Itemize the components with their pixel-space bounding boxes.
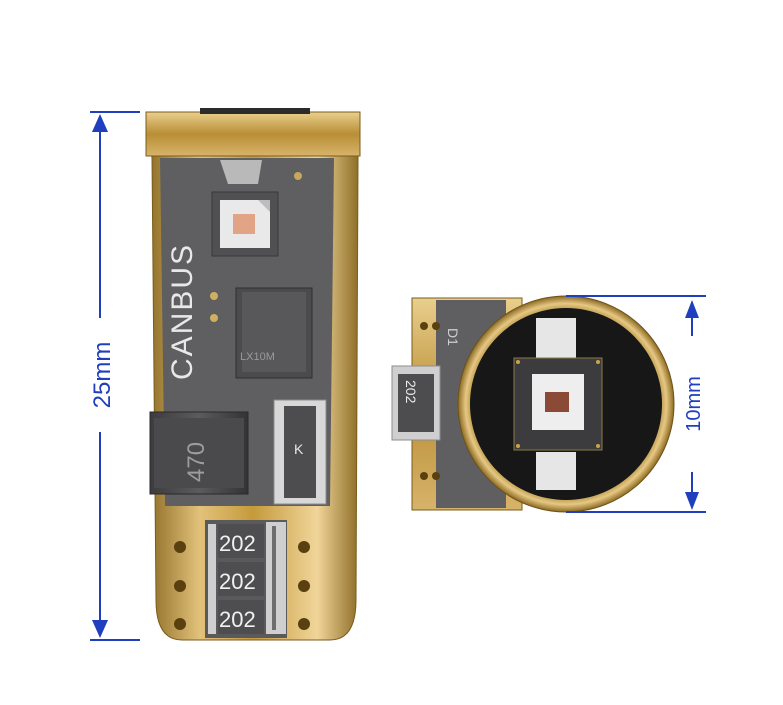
- resistor-label-3: 202: [219, 607, 256, 632]
- diode-label: K: [294, 441, 304, 457]
- resistor-stack: 202 202 202: [205, 520, 287, 638]
- bulb-side-view: CANBUS LX10M 470 K 202: [145, 108, 361, 641]
- bulb-top-view: D1 202: [391, 295, 675, 513]
- diode: K: [273, 399, 327, 505]
- gold-holes: [174, 541, 310, 630]
- large-inductor-label: 470: [183, 442, 210, 482]
- arrow-down-icon: [685, 492, 699, 510]
- side-resistor-label: 202: [403, 380, 419, 404]
- side-pcb-label: D1: [445, 328, 461, 346]
- arrow-up-icon: [685, 300, 699, 318]
- diameter-dimension: 10mm: [566, 295, 706, 513]
- large-inductor: 470: [149, 411, 249, 495]
- top-pad: [536, 318, 576, 358]
- resistor-label-1: 202: [219, 531, 256, 556]
- bottom-pad: [536, 452, 576, 490]
- resistor-label-2: 202: [219, 569, 256, 594]
- arrow-up-icon: [92, 114, 108, 132]
- gold-cap: [145, 111, 361, 157]
- diameter-label: 10mm: [683, 376, 705, 432]
- arrow-down-icon: [92, 620, 108, 638]
- length-label: 25mm: [89, 342, 116, 409]
- small-inductor-label: LX10M: [240, 351, 275, 363]
- length-dimension: 25mm: [89, 111, 140, 641]
- canbus-label: CANBUS: [166, 243, 199, 380]
